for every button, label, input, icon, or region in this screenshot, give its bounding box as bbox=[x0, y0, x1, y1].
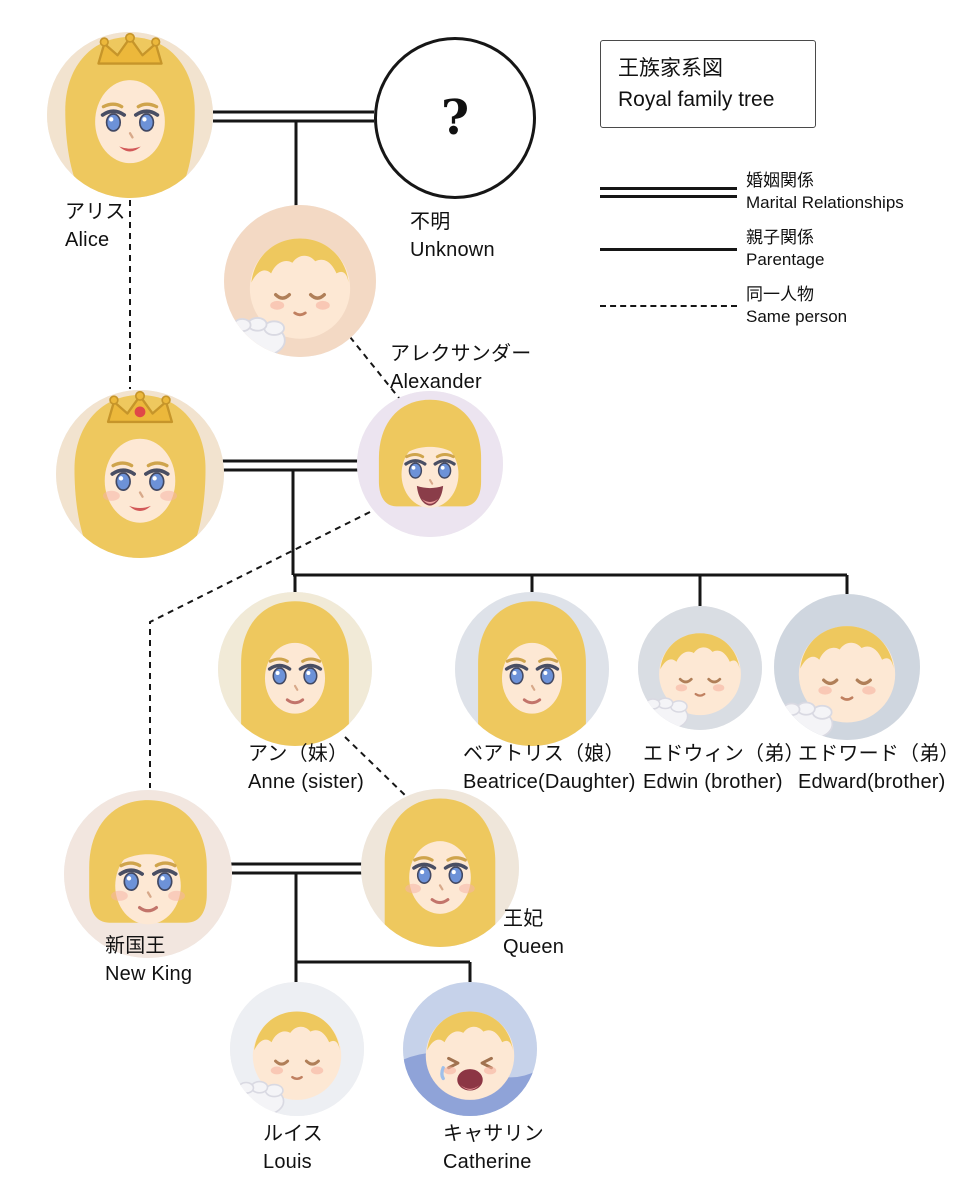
label-louis-en: Louis bbox=[263, 1151, 312, 1173]
label-beatrice: ベアトリス（娘） Beatrice(Daughter) bbox=[463, 740, 636, 796]
legend-parentage-jp: 親子関係 bbox=[746, 228, 814, 247]
label-alice-en: Alice bbox=[65, 229, 110, 251]
marriage-line-alice-alexander bbox=[222, 459, 358, 472]
portrait-edwin bbox=[638, 606, 762, 730]
portrait-alexander-baby bbox=[224, 205, 376, 357]
label-catherine-jp: キャサリン bbox=[443, 1123, 544, 1145]
portrait-alice-second bbox=[56, 390, 224, 558]
label-alexander: アレクサンダー Alexander bbox=[390, 340, 531, 396]
marriage-line-newking-queen bbox=[230, 862, 362, 875]
label-louis: ルイス Louis bbox=[263, 1120, 323, 1176]
label-edwin: エドウィン（弟） Edwin (brother) bbox=[643, 740, 805, 796]
portrait-new-king bbox=[64, 790, 232, 958]
legend-same-person-en: Same person bbox=[746, 307, 848, 326]
label-unknown-en: Unknown bbox=[410, 239, 495, 261]
same-person-line-alexander-baby-adult bbox=[349, 336, 404, 404]
label-queen: 王妃 Queen bbox=[503, 905, 564, 961]
legend-row-marriage: 婚姻関係 Marital Relationships bbox=[600, 170, 950, 214]
page-title-jp: 王族家系図 bbox=[618, 57, 723, 80]
legend-marriage-text: 婚姻関係 Marital Relationships bbox=[746, 170, 904, 214]
label-unknown: 不明 Unknown bbox=[410, 208, 495, 264]
label-louis-jp: ルイス bbox=[263, 1123, 323, 1145]
portrait-queen bbox=[361, 789, 519, 947]
label-catherine-en: Catherine bbox=[443, 1151, 532, 1173]
legend-marriage-jp: 婚姻関係 bbox=[746, 171, 814, 190]
label-alice-jp: アリス bbox=[65, 201, 126, 223]
portrait-anne bbox=[218, 592, 372, 746]
label-new-king: 新国王 New King bbox=[105, 932, 192, 988]
portrait-unknown: ? bbox=[374, 37, 536, 199]
label-queen-en: Queen bbox=[503, 936, 565, 958]
label-alexander-en: Alexander bbox=[390, 371, 482, 393]
label-edward-en: Edward(brother) bbox=[798, 771, 946, 793]
label-alice: アリス Alice bbox=[65, 198, 126, 254]
label-alexander-jp: アレクサンダー bbox=[390, 343, 532, 365]
label-catherine: キャサリン Catherine bbox=[443, 1120, 544, 1176]
parent-lines-second-generation bbox=[291, 470, 849, 610]
legend-marriage-en: Marital Relationships bbox=[746, 193, 904, 212]
marriage-line-alice-unknown bbox=[213, 110, 374, 123]
label-beatrice-jp: ベアトリス（娘） bbox=[463, 743, 625, 765]
label-queen-jp: 王妃 bbox=[503, 908, 544, 930]
label-beatrice-en: Beatrice(Daughter) bbox=[463, 771, 636, 793]
label-edwin-jp: エドウィン（弟） bbox=[643, 743, 805, 765]
portrait-catherine bbox=[403, 982, 537, 1116]
portrait-edward bbox=[774, 594, 920, 740]
label-edwin-en: Edwin (brother) bbox=[643, 771, 783, 793]
portrait-alexander-adult bbox=[357, 391, 503, 537]
legend-row-parentage: 親子関係 Parentage bbox=[600, 227, 950, 271]
label-anne-jp: アン（妹） bbox=[248, 743, 349, 765]
title-box: 王族家系図 Royal family tree bbox=[600, 40, 816, 128]
double-line-icon bbox=[600, 186, 737, 198]
question-mark: ? bbox=[440, 90, 470, 146]
portrait-alice-top bbox=[47, 32, 213, 198]
legend-same-person-jp: 同一人物 bbox=[746, 285, 814, 304]
same-person-line-anne-queen bbox=[344, 736, 411, 801]
label-unknown-jp: 不明 bbox=[410, 211, 451, 233]
legend-parentage-text: 親子関係 Parentage bbox=[746, 227, 824, 271]
label-edward-jp: エドワード（弟） bbox=[798, 743, 960, 765]
same-person-line-alexander-newking bbox=[149, 511, 371, 788]
legend-row-same-person: 同一人物 Same person bbox=[600, 284, 950, 328]
label-anne-en: Anne (sister) bbox=[248, 771, 364, 793]
label-new-king-en: New King bbox=[105, 963, 193, 985]
legend: 婚姻関係 Marital Relationships 親子関係 Parentag… bbox=[600, 170, 950, 341]
portrait-beatrice bbox=[455, 592, 609, 746]
page-title-en: Royal family tree bbox=[618, 88, 775, 111]
legend-same-person-text: 同一人物 Same person bbox=[746, 284, 847, 328]
dashed-line-icon bbox=[600, 305, 737, 307]
label-edward: エドワード（弟） Edward(brother) bbox=[798, 740, 960, 796]
legend-parentage-en: Parentage bbox=[746, 250, 825, 269]
label-new-king-jp: 新国王 bbox=[105, 935, 166, 957]
single-line-icon bbox=[600, 247, 737, 251]
label-anne: アン（妹） Anne (sister) bbox=[248, 740, 364, 796]
portrait-louis bbox=[230, 982, 364, 1116]
